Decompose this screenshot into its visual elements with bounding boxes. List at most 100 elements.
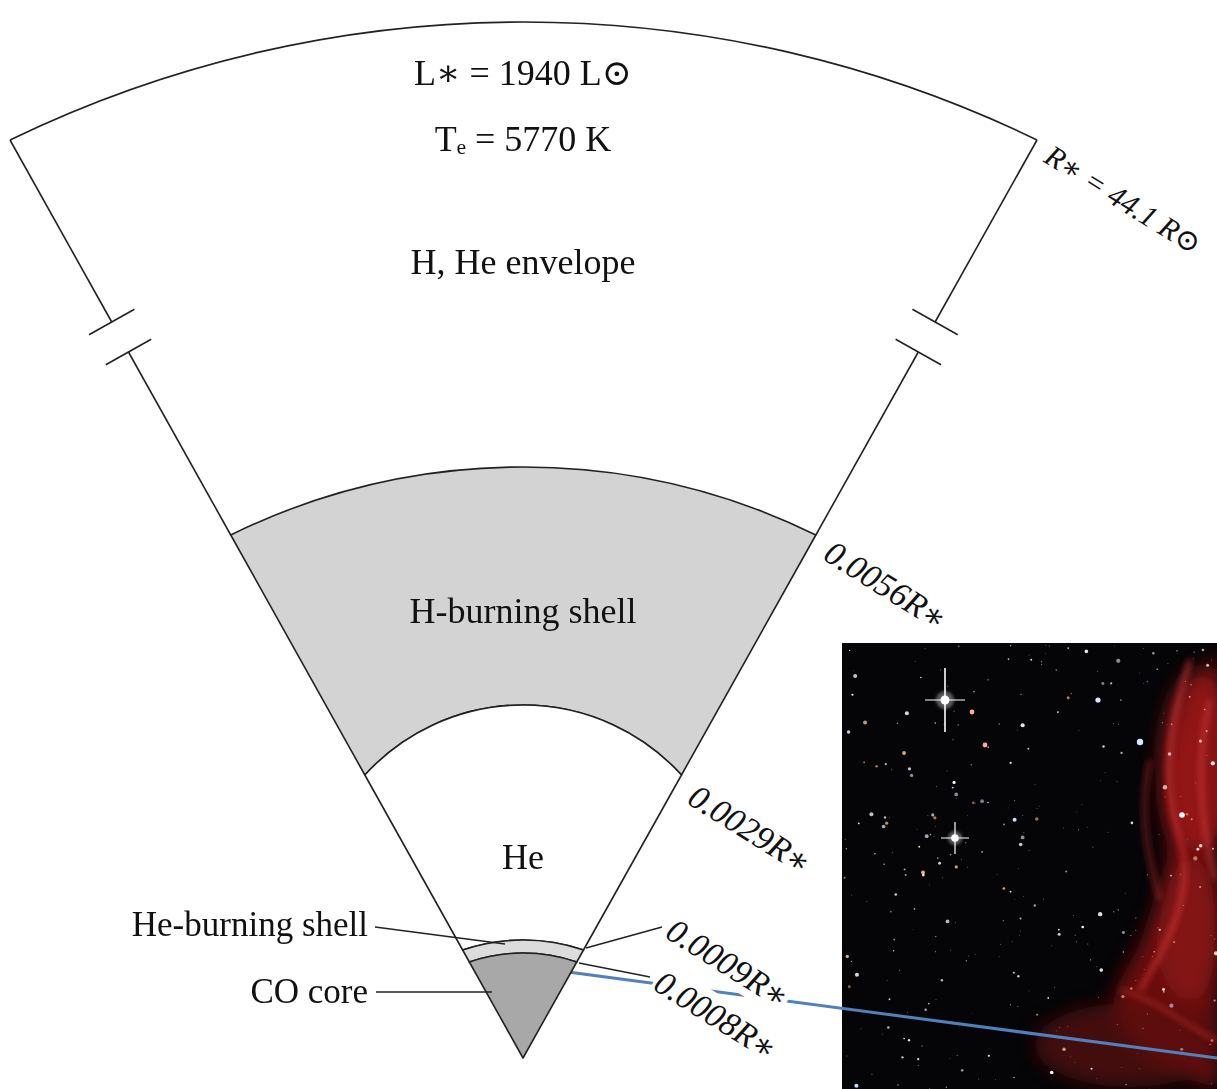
star bbox=[1078, 829, 1079, 830]
star bbox=[960, 858, 962, 860]
star bbox=[946, 1087, 947, 1088]
text-anchor: H, He envelope bbox=[411, 242, 636, 283]
star bbox=[1121, 1067, 1123, 1069]
star bbox=[1019, 843, 1023, 847]
star bbox=[1008, 658, 1010, 660]
star bbox=[1199, 886, 1201, 888]
star bbox=[1211, 1039, 1214, 1042]
star bbox=[1071, 693, 1072, 694]
star bbox=[1035, 817, 1038, 820]
star bbox=[1028, 990, 1030, 992]
nebula-strands bbox=[1120, 660, 1217, 1040]
nebula-strand bbox=[1140, 660, 1190, 990]
leader-line bbox=[579, 963, 650, 977]
nebula-cloud bbox=[1155, 860, 1217, 1000]
star bbox=[946, 685, 948, 687]
outline-stroke bbox=[376, 991, 492, 993]
star bbox=[941, 979, 944, 982]
star bbox=[1058, 933, 1061, 936]
star bbox=[958, 646, 959, 647]
star bbox=[1034, 904, 1036, 906]
star bbox=[1116, 781, 1118, 783]
star bbox=[910, 774, 913, 777]
star bbox=[952, 739, 953, 740]
star bbox=[1210, 1082, 1212, 1084]
star bbox=[1007, 807, 1009, 809]
radius-label: 0.0029R∗ bbox=[680, 775, 821, 883]
star bbox=[853, 674, 857, 678]
star bbox=[1016, 729, 1018, 731]
star bbox=[1130, 935, 1131, 936]
star bbox=[914, 660, 916, 662]
star bbox=[938, 862, 941, 865]
star bbox=[1045, 645, 1047, 647]
star bbox=[935, 999, 937, 1001]
star bbox=[871, 1074, 872, 1075]
star bbox=[1098, 912, 1102, 916]
star bbox=[875, 765, 878, 768]
nebula-strand bbox=[1145, 760, 1160, 900]
star bbox=[975, 803, 977, 805]
star bbox=[1097, 670, 1099, 672]
text-anchor: H-burning shell bbox=[410, 591, 637, 632]
star bbox=[1059, 1026, 1061, 1028]
star bbox=[1073, 915, 1075, 917]
star bbox=[1027, 748, 1029, 750]
star bbox=[1196, 848, 1199, 851]
star bbox=[935, 936, 936, 937]
star bbox=[1135, 917, 1136, 918]
star bbox=[1065, 870, 1067, 872]
star bbox=[988, 679, 989, 680]
star bbox=[846, 955, 849, 958]
star bbox=[1173, 941, 1175, 943]
star bbox=[973, 691, 974, 692]
star bbox=[934, 722, 936, 724]
star bbox=[1214, 999, 1216, 1001]
star bbox=[924, 1009, 926, 1011]
star bbox=[1199, 844, 1203, 848]
star bbox=[853, 669, 855, 671]
star bbox=[920, 677, 922, 679]
star bbox=[1101, 682, 1104, 685]
star bbox=[884, 816, 886, 818]
star bbox=[987, 746, 989, 748]
star bbox=[999, 723, 1001, 725]
star bbox=[1210, 935, 1212, 937]
star bbox=[967, 815, 969, 817]
label-anchor: 0.0029R∗ bbox=[680, 775, 821, 883]
star bbox=[890, 911, 891, 912]
star bbox=[1147, 874, 1148, 875]
star bbox=[1192, 658, 1194, 660]
star bbox=[882, 825, 886, 829]
star bbox=[894, 893, 897, 896]
star bbox=[889, 817, 891, 819]
star bbox=[1159, 834, 1160, 835]
star bbox=[1125, 1084, 1126, 1085]
star bbox=[1058, 929, 1060, 931]
star bbox=[855, 973, 859, 977]
star bbox=[965, 842, 966, 843]
star bbox=[854, 1084, 858, 1088]
star bbox=[1018, 934, 1020, 936]
star bbox=[1107, 831, 1109, 833]
star bbox=[912, 929, 914, 931]
star bbox=[1164, 796, 1166, 798]
outline-stroke bbox=[912, 309, 957, 334]
star bbox=[1120, 752, 1122, 754]
star bbox=[935, 825, 937, 827]
star bbox=[860, 1028, 862, 1030]
star bbox=[995, 1078, 997, 1080]
star bbox=[907, 1012, 909, 1014]
star bbox=[1147, 681, 1149, 683]
star bbox=[1193, 856, 1197, 860]
outline-stroke bbox=[935, 140, 1037, 322]
star bbox=[937, 857, 939, 859]
star bbox=[1157, 927, 1158, 928]
star bbox=[1206, 730, 1208, 732]
star bbox=[1034, 784, 1036, 786]
star bbox=[971, 1012, 973, 1014]
star bbox=[902, 751, 906, 755]
star bbox=[1170, 875, 1172, 877]
star bbox=[1123, 951, 1125, 953]
star bbox=[1163, 712, 1165, 714]
